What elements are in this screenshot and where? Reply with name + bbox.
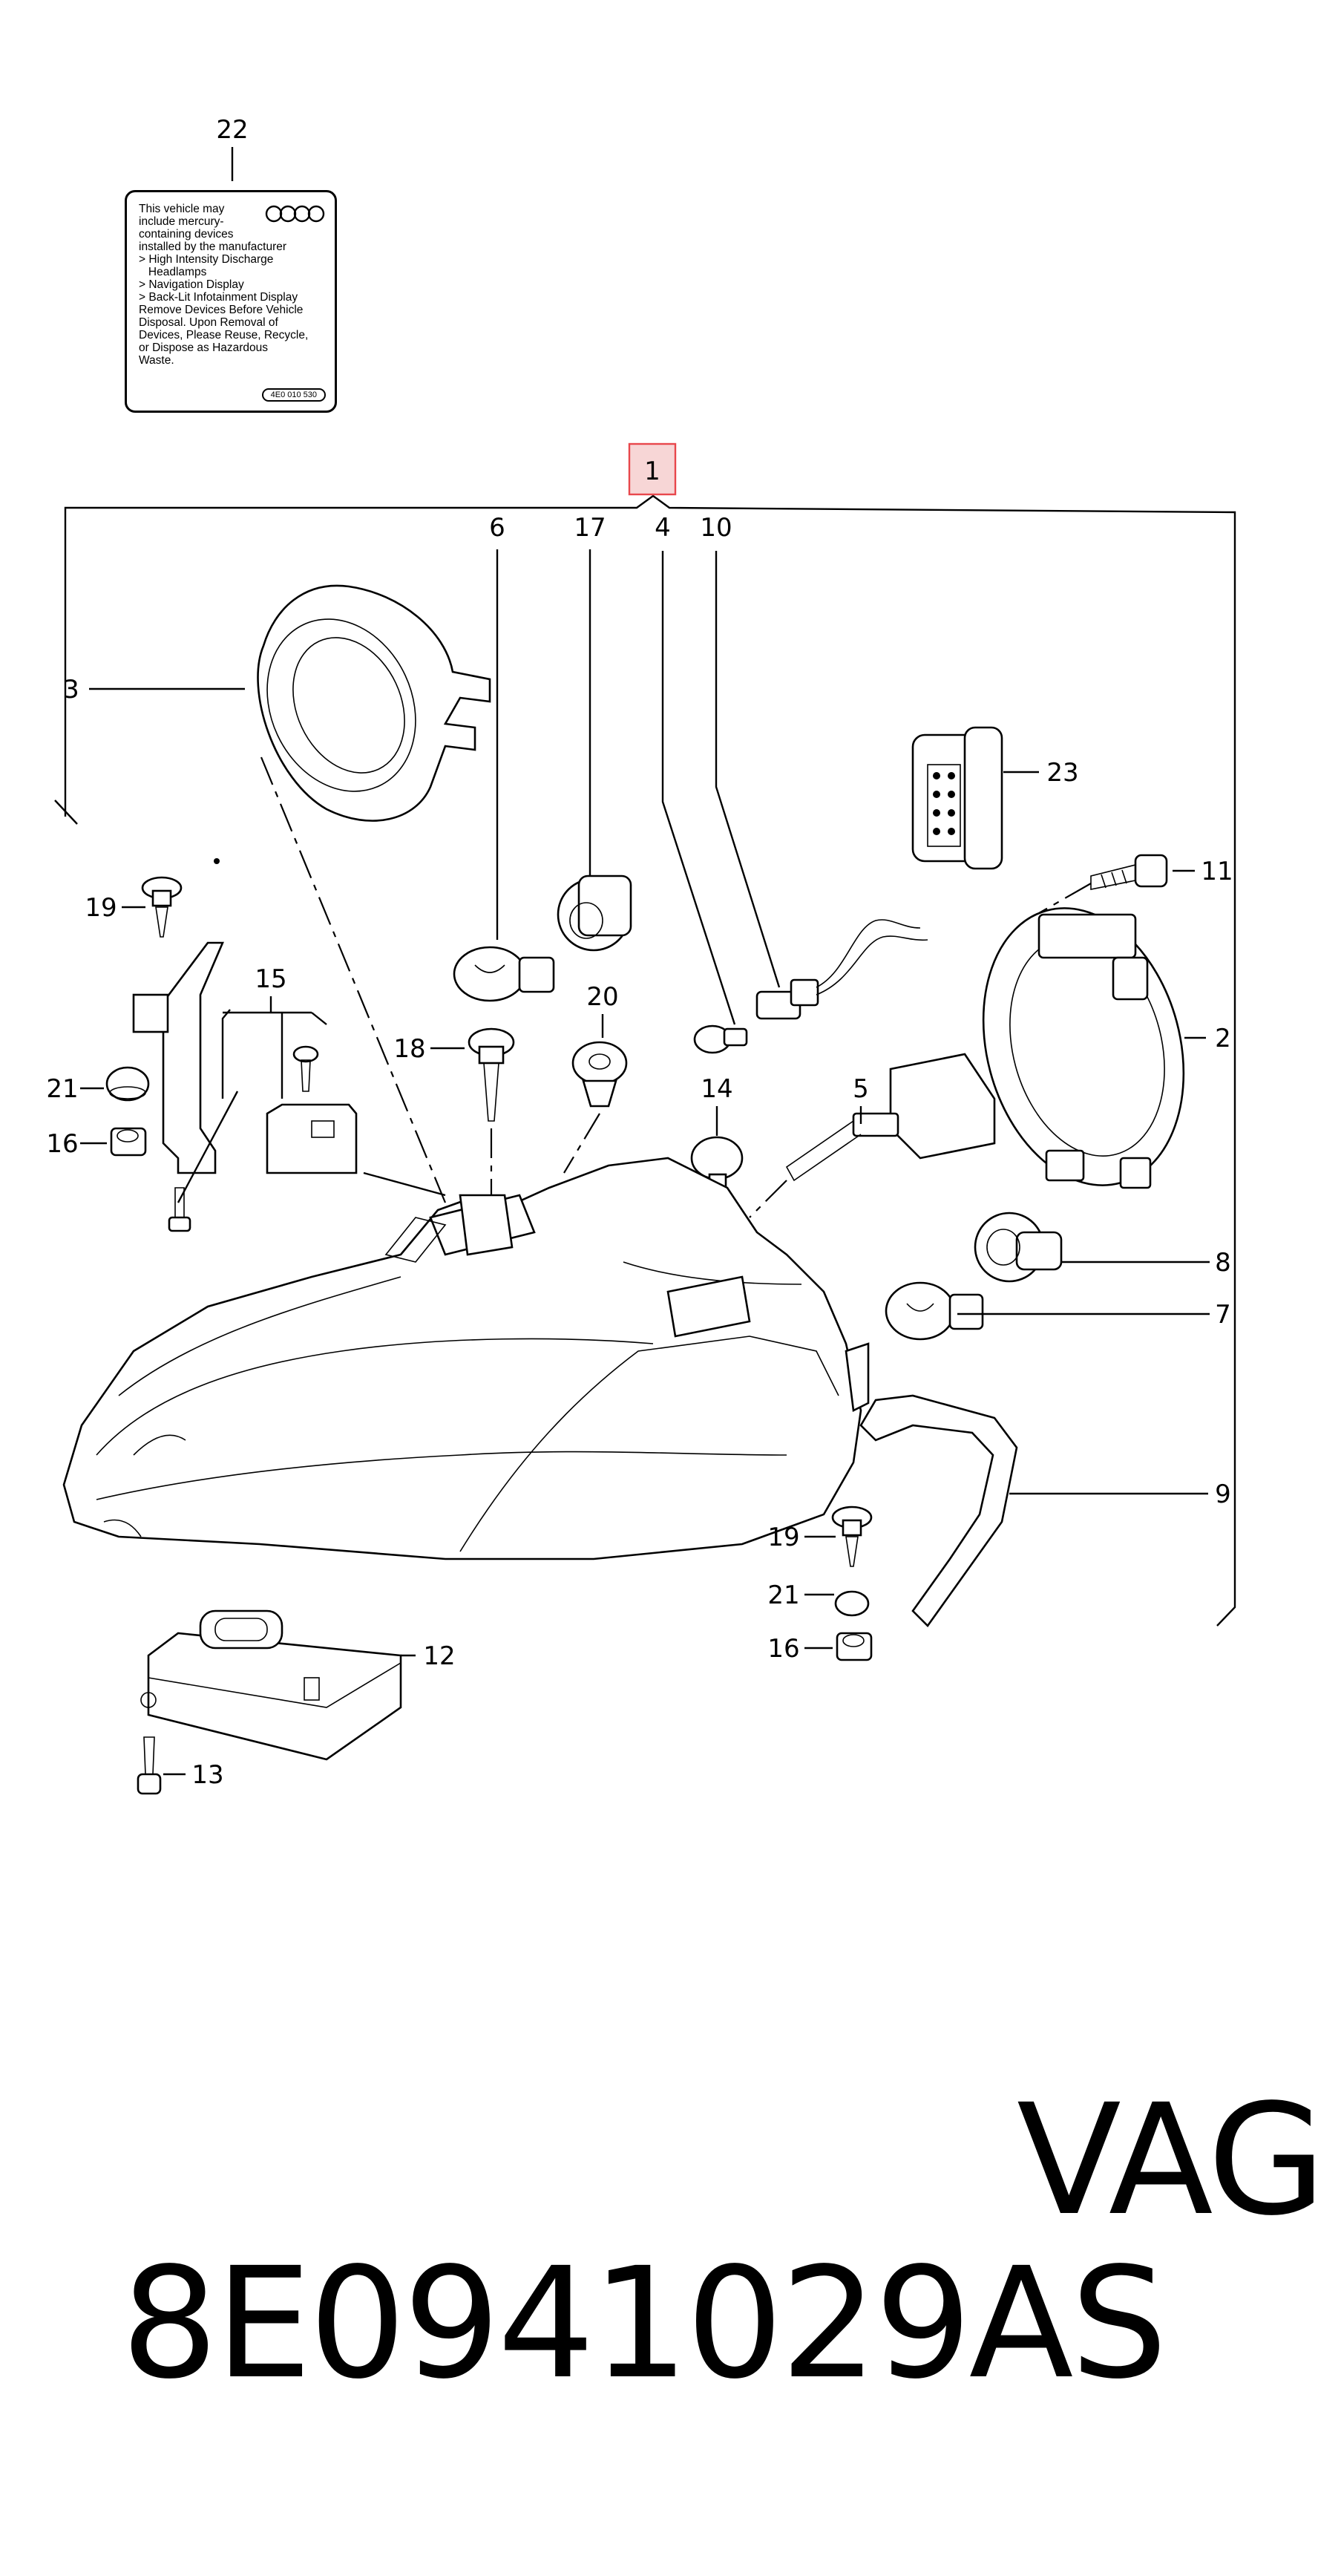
label-line: Devices, Please Reuse, Recycle,	[139, 329, 309, 341]
label-line: Headlamps	[139, 266, 207, 278]
clip-20	[571, 1041, 628, 1108]
callout-5: 5	[853, 1074, 869, 1104]
screw-19-upper	[141, 876, 183, 938]
label-line: installed by the manufacturer	[139, 241, 287, 253]
clip-nut-16-upper	[110, 1127, 147, 1157]
screw-11	[1090, 854, 1168, 890]
label-line: include mercury-	[139, 215, 224, 228]
seal-strip-9	[859, 1394, 1018, 1628]
bezel-ring-3	[257, 584, 491, 822]
four-rings-logo-icon	[265, 205, 325, 223]
callout-16-upper: 16	[46, 1129, 78, 1159]
callout-10: 10	[700, 513, 732, 543]
callout-8: 8	[1215, 1248, 1231, 1278]
label-line: > High Intensity Discharge	[139, 253, 274, 266]
callout-12: 12	[423, 1641, 455, 1671]
bulb-7	[885, 1281, 984, 1341]
xenon-bulb-5	[785, 1053, 996, 1182]
callout-7: 7	[1215, 1300, 1231, 1330]
callout-22: 22	[216, 115, 248, 145]
callout-4: 4	[655, 513, 671, 543]
footer-part-number: 8E0941029AS	[120, 2235, 1167, 2413]
label-line: Remove Devices Before Vehicle	[139, 304, 304, 316]
callout-9: 9	[1215, 1480, 1231, 1509]
callout-20: 20	[586, 982, 618, 1012]
callout-15: 15	[255, 964, 286, 994]
control-module-12	[140, 1609, 402, 1761]
callout-1: 1	[644, 457, 660, 486]
multi-pin-connector-23	[911, 726, 1003, 870]
clip-nut-16-lower	[836, 1632, 873, 1661]
small-bulb-4	[693, 1024, 748, 1054]
exploded-parts-diagram: 1 22 3 6 17 4 10	[46, 115, 1236, 1795]
washer-21-lower	[834, 1590, 870, 1617]
callout-3: 3	[63, 675, 79, 705]
left-bracket	[132, 941, 224, 1174]
label-line: Waste.	[139, 354, 174, 367]
screw-19-lower	[831, 1506, 873, 1567]
callout-6: 6	[489, 513, 505, 543]
label-line: Disposal. Upon Removal of	[139, 316, 278, 329]
washer-21-upper	[105, 1066, 150, 1102]
callout-19-upper: 19	[85, 893, 117, 923]
label-line: > Navigation Display	[139, 278, 244, 291]
callout-1-highlight[interactable]: 1	[628, 442, 677, 496]
label-text: This vehicle may include mercury- contai…	[139, 203, 324, 367]
headlamp-housing	[62, 1157, 870, 1560]
bracket-screw	[168, 1187, 191, 1232]
bracket-15-group	[177, 996, 446, 1203]
footer-caption: 8E0941029AS VAG	[30, 2079, 1318, 2405]
label-part-number: 4E0 010 530	[261, 388, 326, 402]
wiring-connector-10	[755, 919, 928, 1020]
callout-2: 2	[1215, 1024, 1231, 1053]
bulb-socket-17	[557, 875, 632, 952]
callout-23: 23	[1046, 758, 1078, 788]
screw-13	[137, 1736, 162, 1795]
callout-14: 14	[701, 1074, 732, 1104]
callout-21-upper: 21	[46, 1074, 78, 1104]
label-line: > Back-Lit Infotainment Display	[139, 291, 298, 304]
mercury-warning-label: This vehicle may include mercury- contai…	[125, 190, 337, 413]
bulb-socket-8	[974, 1212, 1063, 1283]
label-line: containing devices	[139, 228, 234, 241]
callout-18: 18	[393, 1034, 425, 1064]
footer-brand: VAG	[1017, 2071, 1318, 2249]
bulb-6	[453, 946, 555, 1002]
callout-17: 17	[574, 513, 606, 543]
label-line: This vehicle may	[139, 203, 225, 215]
rear-ring-2	[982, 907, 1185, 1189]
label-line: or Dispose as Hazardous	[139, 341, 269, 354]
callout-19-lower: 19	[767, 1523, 799, 1552]
assembly-bracket	[54, 494, 1236, 1627]
callout-13: 13	[191, 1760, 223, 1790]
callout-16-lower: 16	[767, 1634, 799, 1664]
callout-21-lower: 21	[767, 1580, 799, 1610]
callout-11: 11	[1201, 857, 1233, 886]
screw-18	[468, 1027, 515, 1122]
